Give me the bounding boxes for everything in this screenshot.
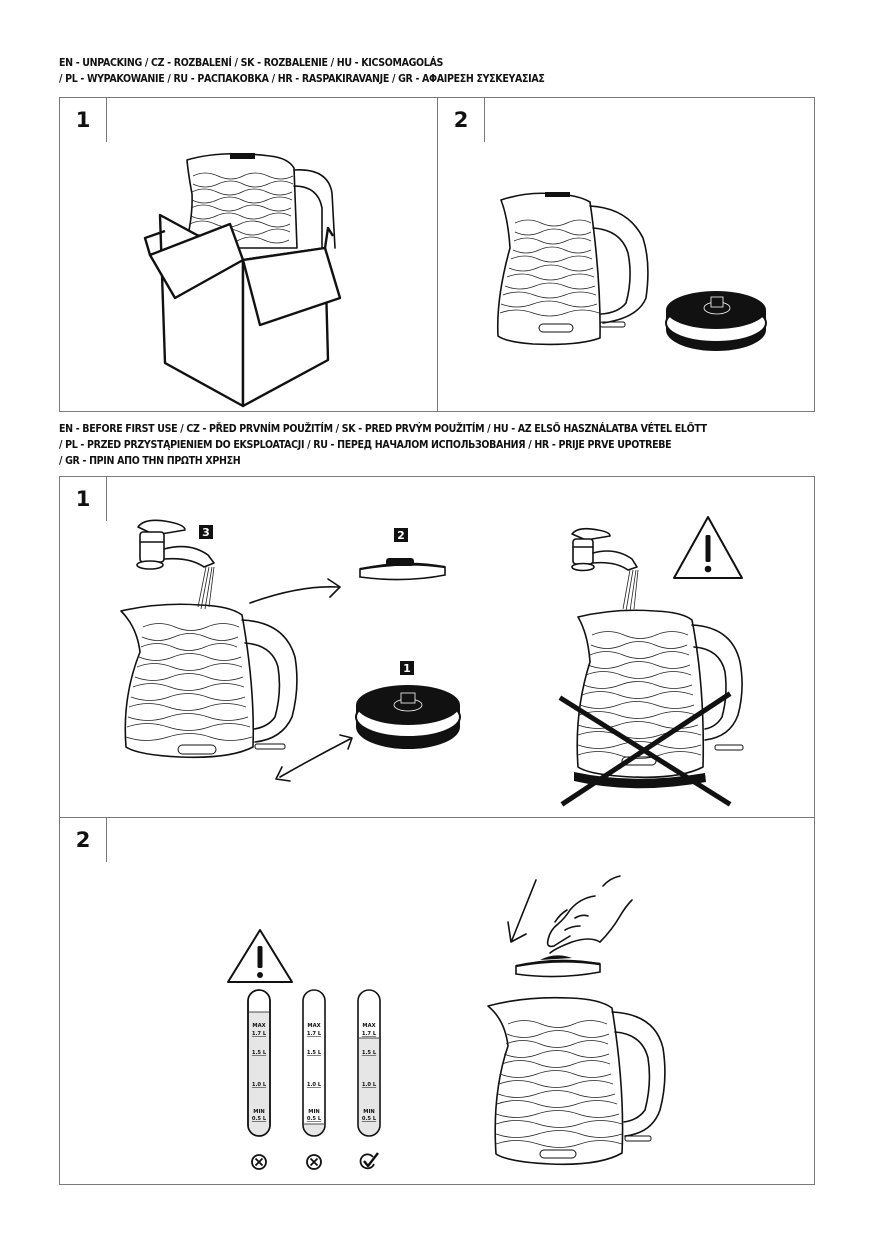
step-number: 2 [60,818,107,862]
gauge-label: MAX [362,1023,375,1029]
prohibited-cross-icon [558,691,732,807]
gauge-label: 0.5 L [252,1116,267,1122]
unpacking-step-2-panel: 2 [437,97,815,412]
arrow-to-lid-icon [249,578,341,604]
warning-triangle-icon [673,516,743,579]
kettle-and-base-illustration [496,192,767,351]
gauge-label: 1.7 L [307,1031,322,1037]
gauge-label: MIN [253,1109,264,1115]
heading-line: EN - BEFORE FIRST USE / CZ - PŘED PRVNÍM… [59,424,707,435]
fill-kettle-illustration [120,516,744,807]
unpacking-step-1-panel: 1 [59,97,438,412]
kettle-in-box-illustration [143,152,342,408]
tap-icon [571,527,639,612]
gauge-label: 1.0 L [252,1082,267,1088]
double-arrow-icon [275,734,353,782]
kettle-icon [496,192,649,346]
gauge-label: 1.7 L [362,1031,377,1037]
badge-3: 3 [199,525,213,539]
heading-line: / PL - PRZED PRZYSTĄPIENIEM DO EKSPLOATA… [59,440,672,451]
kettle-on-base-icon [558,609,744,807]
gauge-label: MAX [307,1023,320,1029]
warning-triangle-icon [227,929,293,983]
lid-icon [515,955,601,978]
step-number: 1 [60,477,107,521]
down-arrow-icon [507,879,537,943]
gauge-label: MIN [308,1109,319,1115]
heading-line: / PL - WYPAKOWANIE / RU - РАСПАКОВКА / H… [59,74,545,85]
first-use-step-1-panel: 1 3 2 1 [59,476,815,818]
lid-icon [359,558,446,581]
hand-icon [546,875,633,954]
gauge-label: MIN [363,1109,374,1115]
first-use-step-2-panel: 2 MAX 1.7 L 1.5 L 1.0 L MIN 0.5 L MAX [59,817,815,1185]
power-base-icon [355,685,461,749]
power-base-icon [665,291,767,351]
badge-1: 1 [400,661,414,675]
gauge-label: 0.5 L [307,1116,322,1122]
badge-2: 2 [394,528,408,542]
fill-level-illustration: MAX 1.7 L 1.5 L 1.0 L MIN 0.5 L MAX 1.7 … [227,875,666,1170]
before-first-use-heading: EN - BEFORE FIRST USE / CZ - PŘED PRVNÍM… [59,422,707,470]
unpacking-heading: EN - UNPACKING / CZ - ROZBALENÍ / SK - R… [59,56,545,88]
gauge-label: 1.0 L [362,1082,377,1088]
gauge-label: 1.7 L [252,1031,267,1037]
box-icon [143,213,342,408]
water-gauge-overfilled: MAX 1.7 L 1.5 L 1.0 L MIN 0.5 L [247,989,271,1137]
kettle-icon [120,603,298,759]
kettle-icon [487,996,666,1166]
gauge-label: 1.0 L [307,1082,322,1088]
gauge-label: 1.5 L [252,1050,267,1056]
water-gauge-correct: MAX 1.7 L 1.5 L 1.0 L MIN 0.5 L [357,989,381,1137]
tap-icon [136,519,215,610]
gauge-label: MAX [252,1023,265,1029]
gauge-label: 1.5 L [362,1050,377,1056]
gauge-label: 0.5 L [362,1116,377,1122]
gauge-label: 1.5 L [307,1050,322,1056]
step-number: 2 [438,98,485,142]
check-mark-icon [359,1152,379,1170]
water-gauge-underfilled: MAX 1.7 L 1.5 L 1.0 L MIN 0.5 L [302,989,326,1137]
circle-x-icon [251,1154,267,1170]
heading-line: EN - UNPACKING / CZ - ROZBALENÍ / SK - R… [59,58,444,69]
circle-x-icon [306,1154,322,1170]
step-number: 1 [60,98,107,142]
heading-line: / GR - ΠΡΙΝ ΑΠΟ ΤΗΝ ΠΡΩΤΗ ΧΡΗΣΗ [59,456,241,467]
